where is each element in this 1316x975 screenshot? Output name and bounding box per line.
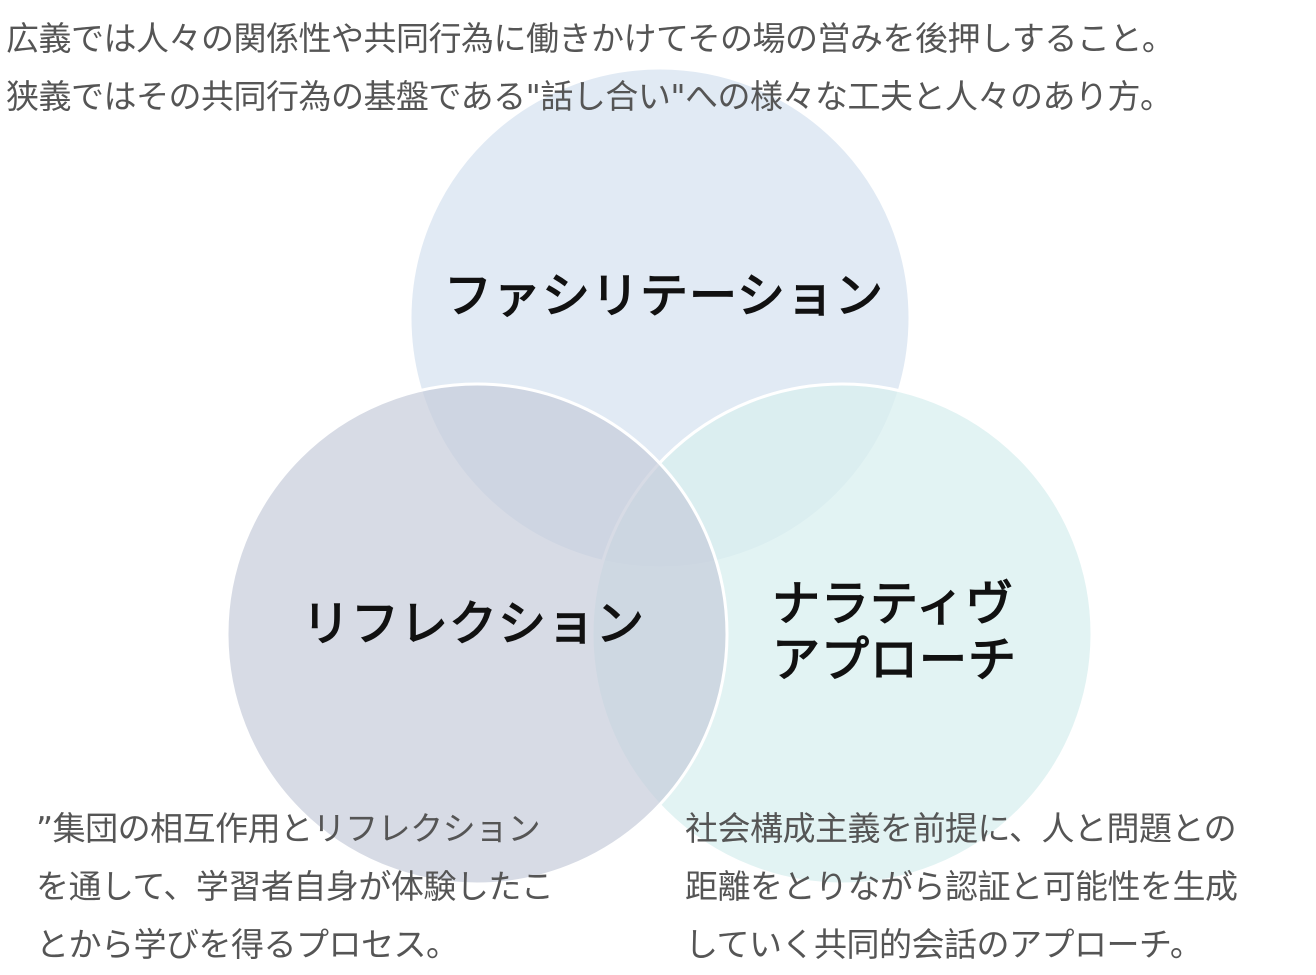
description-reflection: ”集団の相互作用とリフレクション を通して、学習者自身が体験したこ とから学びを… <box>36 800 554 974</box>
intro-text: 広義では人々の関係性や共同行為に働きかけてその場の営みを後押しすること。 狭義で… <box>6 10 1311 126</box>
description-narrative: 社会構成主義を前提に、人と問題との 距離をとりながら認証と可能性を生成 していく… <box>685 800 1238 974</box>
intro-line-narrow: 狭義ではその共同行為の基盤である"話し合い"への様々な工夫と人々のあり方。 <box>6 77 1173 116</box>
description-reflection-line-2: を通して、学習者自身が体験したこ <box>36 867 554 906</box>
label-facilitation: ファシリテーション <box>444 268 885 324</box>
description-narrative-line-1: 社会構成主義を前提に、人と問題との <box>685 809 1237 848</box>
description-reflection-line-1: ”集団の相互作用とリフレクション <box>36 809 541 848</box>
circle-reflection <box>225 382 729 886</box>
label-narrative-line-2: アプローチ <box>772 632 1018 688</box>
description-narrative-line-2: 距離をとりながら認証と可能性を生成 <box>685 867 1238 906</box>
label-reflection: リフレクション <box>302 596 646 652</box>
label-narrative-line-1: ナラティヴ <box>772 576 1015 632</box>
intro-line-broad: 広義では人々の関係性や共同行為に働きかけてその場の営みを後押しすること。 <box>6 19 1175 58</box>
description-narrative-line-3: していく共同的会話のアプローチ。 <box>685 925 1203 964</box>
label-narrative: ナラティヴ アプローチ <box>772 576 1017 688</box>
description-reflection-line-3: とから学びを得るプロセス。 <box>36 925 459 964</box>
